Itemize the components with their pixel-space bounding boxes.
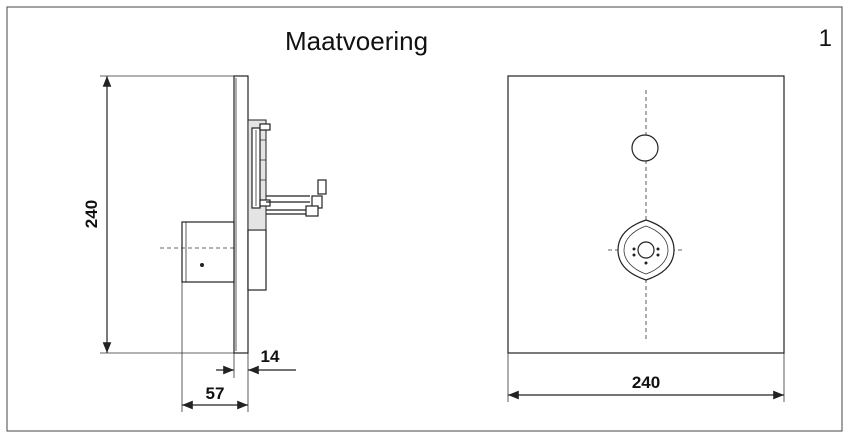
control-handle — [181, 221, 235, 283]
side-view: 240 — [82, 75, 327, 412]
handle-indicator-dot — [200, 263, 204, 267]
plate-thickness-label: 14 — [261, 347, 280, 366]
page-number: 1 — [819, 25, 832, 52]
front-view: 240 — [507, 75, 785, 402]
depth-label: 57 — [206, 384, 225, 403]
drawing-title: Maatvoering — [285, 26, 428, 56]
upper-opening — [631, 134, 659, 162]
side-height-label: 240 — [82, 200, 101, 228]
mounting-box — [247, 229, 267, 291]
front-width-label: 240 — [632, 373, 660, 392]
front-plate — [507, 75, 785, 354]
control-knob — [637, 241, 655, 259]
valve-bracket — [247, 119, 327, 231]
control-escutcheon — [617, 219, 675, 281]
drawing-frame — [6, 6, 843, 432]
